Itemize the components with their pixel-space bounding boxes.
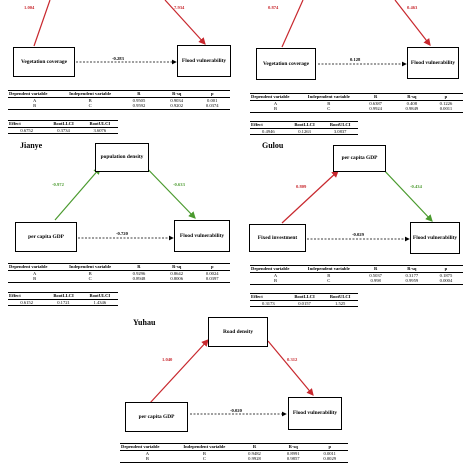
x-variable-box: Vegetation coverage bbox=[256, 48, 316, 80]
regression-table: Dependent variable Independent variable … bbox=[250, 93, 463, 113]
coef-a: 0.874 bbox=[268, 5, 279, 10]
header-effect: Effect bbox=[8, 120, 46, 128]
path-b-line bbox=[379, 165, 433, 222]
coef-a: -0.972 bbox=[52, 182, 64, 187]
y-variable-box: Flood vulnerability bbox=[407, 47, 459, 79]
table-header-row: Dependent variable Independent variable … bbox=[120, 443, 348, 451]
header-independent: Independent variable bbox=[61, 90, 119, 98]
path-a-line bbox=[54, 167, 101, 221]
coef-b: 0.463 bbox=[407, 5, 418, 10]
coef-a: 1.040 bbox=[162, 357, 173, 362]
coef-c: -0.720 bbox=[116, 231, 128, 236]
mediator-box: population density bbox=[95, 143, 149, 172]
path-b-line bbox=[394, 0, 431, 46]
path-a-line bbox=[281, 170, 339, 224]
table-header-row: Effect BootLLCI BootULCI bbox=[250, 121, 358, 129]
y-variable-box: Flood vulnerability bbox=[410, 222, 460, 254]
path-a-line bbox=[281, 0, 304, 48]
panel-title-gulou: Gulou bbox=[262, 141, 284, 150]
coef-b: -0.434 bbox=[410, 184, 422, 189]
path-b-line bbox=[267, 340, 314, 396]
y-variable-box: Flood vulnerability bbox=[288, 397, 342, 430]
coef-b: -0.633 bbox=[173, 182, 185, 187]
header-rsq: R-sq bbox=[158, 90, 195, 98]
regression-table: Dependent variable Independent variable … bbox=[8, 263, 230, 283]
table-header-row: Dependent variable Independent variable … bbox=[250, 93, 463, 101]
coef-a: 1.004 bbox=[24, 5, 35, 10]
coef-c: -0.029 bbox=[352, 232, 364, 237]
coef-b: 0.312 bbox=[287, 357, 298, 362]
table-header-row: Effect BootLLCI BootULCI bbox=[250, 293, 358, 301]
y-variable-box: Flood vulnerability bbox=[177, 45, 231, 77]
header-p: p bbox=[194, 90, 230, 98]
header-dependent: Dependent variable bbox=[8, 90, 62, 98]
mediator-box: Road density bbox=[208, 317, 268, 347]
table-header-row: Effect BootLLCI BootULCI bbox=[8, 292, 118, 300]
header-r: R bbox=[118, 90, 159, 98]
header-llci: BootLLCI bbox=[45, 120, 82, 128]
table-header-row: Dependent variable Independent variable … bbox=[8, 90, 230, 98]
x-variable-box: per capita GDP bbox=[15, 222, 77, 252]
path-b-line bbox=[164, 0, 206, 45]
y-variable-box: Flood vulnerability bbox=[174, 220, 230, 252]
regression-table: Dependent variable Independent variable … bbox=[120, 443, 348, 463]
mediator-box: per capita GDP bbox=[333, 145, 386, 172]
panel-title-jianye: Jianye bbox=[20, 141, 43, 150]
table-header-row: Dependent variable Independent variable … bbox=[250, 265, 463, 273]
regression-table: Dependent variable Independent variable … bbox=[250, 265, 463, 285]
panel-title-yuhau: Yuhau bbox=[133, 318, 156, 327]
coef-a: 0.809 bbox=[296, 184, 307, 189]
x-variable-box: Vegetation coverage bbox=[13, 47, 75, 77]
header-ulci: BootULCI bbox=[81, 120, 118, 128]
table-header-row: Effect BootLLCI BootULCI bbox=[8, 120, 118, 128]
table-header-row: Dependent variable Independent variable … bbox=[8, 263, 230, 271]
coef-c: -0.283 bbox=[112, 56, 124, 61]
x-variable-box: Fixed investment bbox=[249, 224, 306, 252]
path-a-line bbox=[33, 0, 51, 47]
regression-table: Dependent variable Independent variable … bbox=[8, 90, 230, 110]
coef-b: 7.934 bbox=[174, 5, 185, 10]
coef-c: -0.020 bbox=[230, 408, 242, 413]
x-variable-box: per capita GDP bbox=[125, 402, 188, 432]
coef-c: 0.128 bbox=[350, 57, 361, 62]
path-a-line bbox=[149, 339, 209, 404]
